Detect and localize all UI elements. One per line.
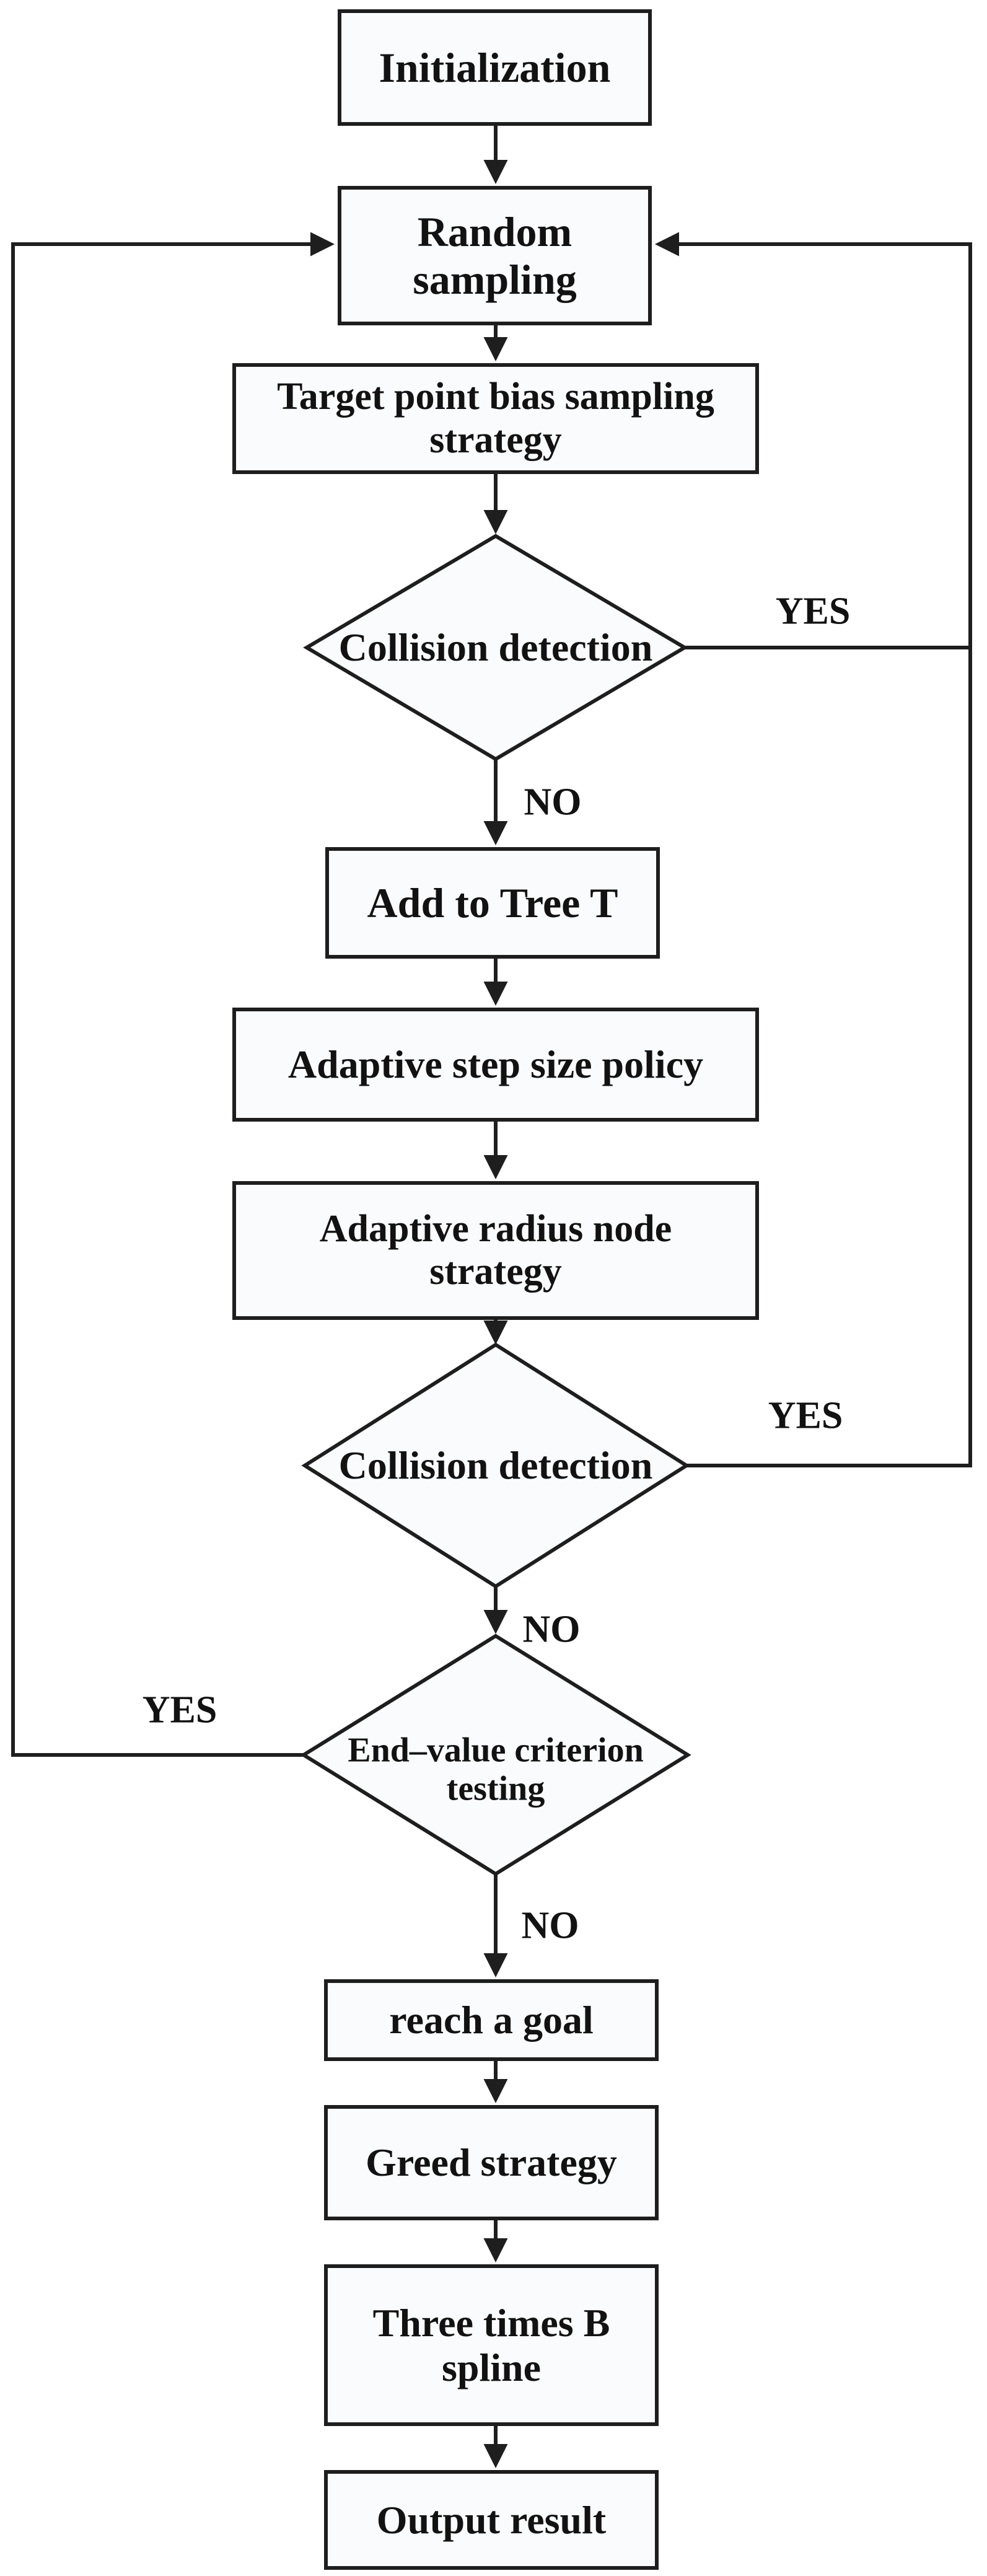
node-add-to-tree-t: Add to Tree T — [325, 847, 660, 959]
node-adaptive-radius-node-strategy: Adaptive radius node strategy — [232, 1181, 759, 1320]
node-initialization-label: Initialization — [379, 43, 611, 91]
decision-collision-detection-2-shape — [301, 1342, 690, 1589]
collision-1-text: Collision detection — [338, 625, 653, 669]
node-radius-node-label-line2: strategy — [429, 1251, 562, 1293]
edge-label-collision-2-yes: YES — [768, 1394, 843, 1437]
edge-label-collision-2-no: NO — [522, 1608, 581, 1651]
end-value-text-line2: testing — [446, 1769, 545, 1808]
edge-label-end-value-yes: YES — [142, 1689, 217, 1731]
edge-collision-2-yes-loop — [655, 232, 972, 1467]
node-target-bias-label-line2: strategy — [429, 418, 562, 461]
edge-label-collision-1-no: NO — [524, 781, 582, 824]
node-random-sampling-label-line1: Random — [417, 208, 572, 256]
node-step-size-label: Adaptive step size policy — [287, 1042, 704, 1087]
node-three-times-b-spline: Three times B spline — [324, 2264, 659, 2426]
node-radius-node-label-line1: Adaptive radius node — [319, 1207, 672, 1250]
node-reach-goal-label: reach a goal — [389, 1998, 594, 2042]
edge-end-value-yes-loop — [11, 232, 335, 1757]
node-adaptive-step-size-policy: Adaptive step size policy — [232, 1008, 759, 1122]
decision-collision-detection-1-shape — [303, 534, 688, 762]
node-b-spline-label-line1: Three times B — [372, 2300, 610, 2345]
node-reach-a-goal: reach a goal — [324, 1979, 659, 2061]
node-target-bias-label-line1: Target point bias sampling — [277, 376, 714, 418]
node-collision-detection-1-label: Collision detection — [338, 625, 653, 669]
decision-end-value-criterion-shape — [300, 1633, 691, 1876]
collision-2-text: Collision detection — [338, 1443, 653, 1487]
node-random-sampling: Random sampling — [338, 186, 652, 325]
edge-label-collision-1-yes: YES — [775, 590, 851, 633]
node-greed-strategy: Greed strategy — [324, 2105, 659, 2220]
node-add-to-tree-label: Add to Tree T — [367, 879, 618, 926]
node-output-result-label: Output result — [376, 2497, 607, 2542]
node-collision-detection-2-label: Collision detection — [338, 1443, 653, 1487]
node-greed-strategy-label: Greed strategy — [366, 2140, 617, 2185]
end-value-text-line1: End–value criterion — [348, 1731, 644, 1770]
node-random-sampling-label-line2: sampling — [413, 255, 577, 303]
node-initialization: Initialization — [338, 9, 652, 126]
edge-label-end-value-no: NO — [521, 1904, 579, 1947]
node-output-result: Output result — [324, 2470, 659, 2570]
node-target-point-bias-sampling-strategy: Target point bias sampling strategy — [232, 363, 759, 474]
node-b-spline-label-line2: spline — [441, 2345, 542, 2389]
node-end-value-criterion-label: End–value criterion testing — [348, 1731, 644, 1808]
